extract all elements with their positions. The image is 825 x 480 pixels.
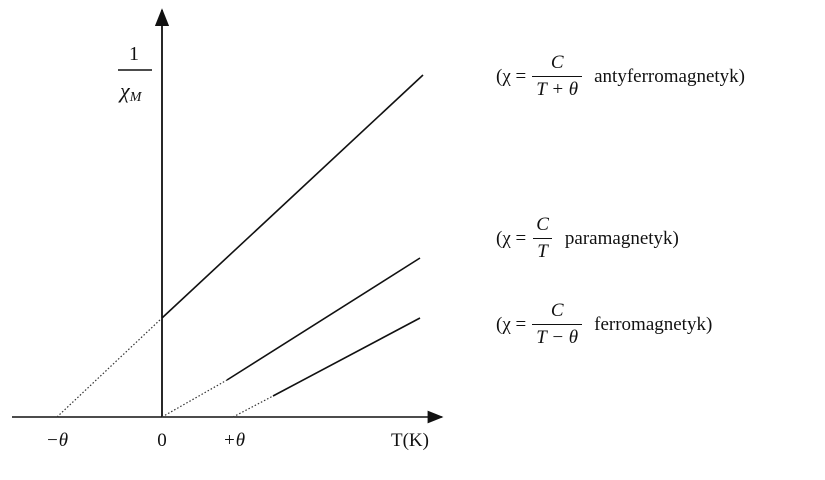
ferromagnet-formula: (χ = C T − θ ferromagnetyk) — [496, 300, 712, 349]
formula-numerator: C — [550, 52, 564, 73]
formula-lhs: (χ = — [496, 65, 527, 87]
y-label-numerator: 1 — [129, 43, 139, 65]
formula-denominator: T − θ — [532, 324, 583, 349]
formula-numerator: C — [550, 300, 564, 321]
ferromagnet-extrapolation — [232, 395, 274, 418]
formula-numerator: C — [536, 214, 549, 235]
x-axis-label: T(K) — [391, 430, 429, 451]
paramagnet-extrapolation — [161, 379, 228, 418]
x-tick-minus-theta: −θ — [46, 430, 68, 451]
antiferromagnet-extrapolation — [56, 317, 163, 418]
antiferromagnet-line — [161, 74, 424, 319]
formula-denominator: T + θ — [532, 76, 583, 101]
formula-lhs: (χ = — [496, 313, 527, 335]
x-tick-plus-theta: +θ — [223, 430, 245, 451]
antiferromagnet-formula: (χ = C T + θ antyferromagnetyk) — [496, 52, 745, 101]
ferromagnet-line — [272, 317, 421, 397]
x-tick-zero: 0 — [157, 430, 167, 451]
paramagnet-line — [226, 257, 421, 381]
formula-label: antyferromagnetyk) — [594, 65, 746, 87]
formula-label: paramagnetyk) — [564, 227, 679, 249]
formula-denominator: T — [533, 238, 552, 263]
formula-lhs: (χ = — [496, 227, 527, 249]
y-label-denominator: χM — [118, 78, 143, 105]
formula-label: ferromagnetyk) — [594, 313, 713, 335]
